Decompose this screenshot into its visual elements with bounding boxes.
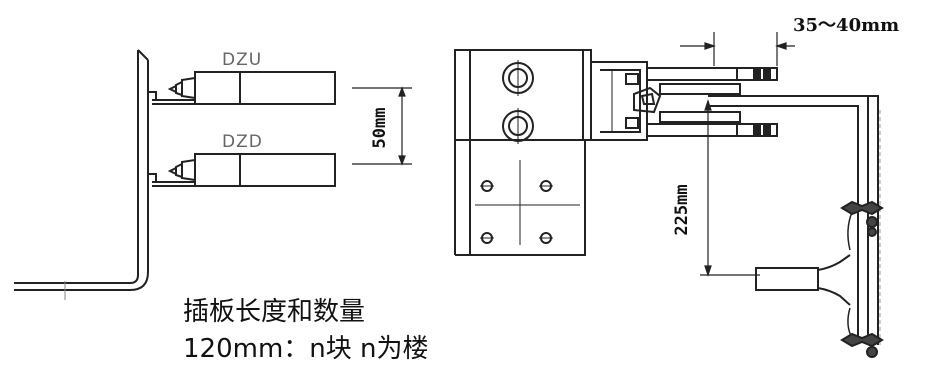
right-bracket (708, 95, 881, 345)
spacing-dimension-label: 50mm (370, 107, 390, 149)
dimension-50mm (352, 86, 412, 166)
contact-bar-upper (646, 67, 778, 95)
small-bolts (480, 180, 553, 244)
lower-clip (840, 332, 884, 358)
dimension-35-40mm (680, 32, 795, 66)
upper-clip (840, 200, 884, 237)
caption-line-2: 120mm：n块 n为楼 (183, 334, 429, 364)
contact-bar-lower (646, 111, 778, 137)
large-bolt-lower (502, 108, 534, 144)
dzu-plugin-plate (147, 71, 336, 105)
dimension-225mm (700, 99, 760, 277)
busbar-plate (454, 49, 592, 256)
height-dimension-label: 225mm (672, 184, 692, 236)
large-bolt-upper (502, 60, 534, 96)
gap-dimension-label: 35～40mm (793, 15, 900, 36)
left-bracket (14, 49, 149, 300)
right-plug-plate (755, 211, 853, 339)
caption-line-1: 插板长度和数量 (183, 297, 366, 327)
contact-clamp (590, 61, 662, 141)
dzd-label: DZD (222, 132, 263, 152)
dzd-plugin-plate (147, 153, 336, 187)
dzu-label: DZU (222, 50, 263, 70)
